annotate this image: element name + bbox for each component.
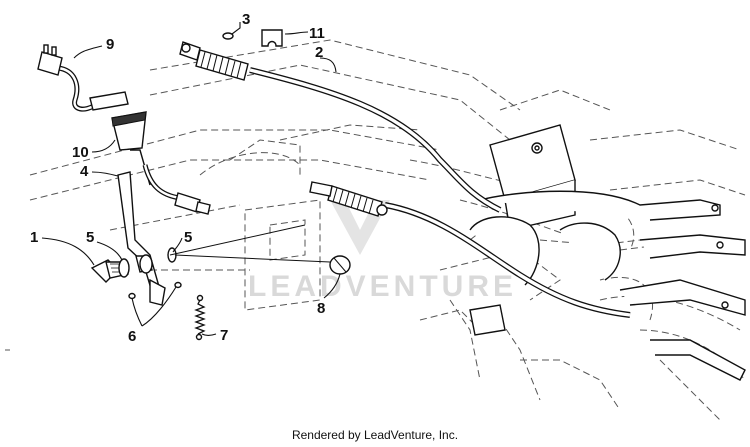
callout-7: 7	[220, 327, 228, 344]
callout-1: 1	[30, 229, 38, 246]
leader-lines	[41, 22, 341, 337]
callout-4: 4	[80, 163, 89, 180]
part-9-clevis-pin	[174, 254, 351, 275]
part-8-switch-wire	[37, 44, 129, 112]
part-2-upper-cable	[179, 41, 502, 213]
callout-10: 10	[72, 144, 89, 161]
callout-2: 2	[315, 44, 323, 61]
frame-bracket	[469, 124, 746, 381]
part-10-grip	[111, 111, 151, 186]
watermark-text: LEADVENTURE	[248, 270, 517, 303]
switch-wire-harness	[142, 164, 211, 215]
part-6-washers	[128, 281, 182, 300]
part-11-clip	[261, 29, 283, 47]
callout-labels: 3 11 2 9 10 4 1 5 5 6 7 8	[30, 11, 325, 345]
part-2-lower-cable	[309, 181, 631, 318]
part-5-bushing-left	[118, 254, 153, 278]
callout-5-right: 5	[184, 229, 192, 246]
diagram-canvas: LEADVENTURE	[5, 11, 746, 421]
part-3-washer	[222, 32, 234, 40]
callout-6: 6	[128, 328, 136, 345]
pivot-axis-line	[169, 224, 306, 256]
footer-credit: Rendered by LeadVenture, Inc.	[291, 428, 459, 442]
callout-9: 8	[317, 300, 325, 317]
callout-3: 3	[242, 11, 250, 28]
callout-11: 11	[309, 25, 325, 42]
callout-5-left: 5	[86, 229, 94, 246]
part-7-spring	[194, 294, 206, 341]
callout-8: 9	[106, 36, 114, 53]
